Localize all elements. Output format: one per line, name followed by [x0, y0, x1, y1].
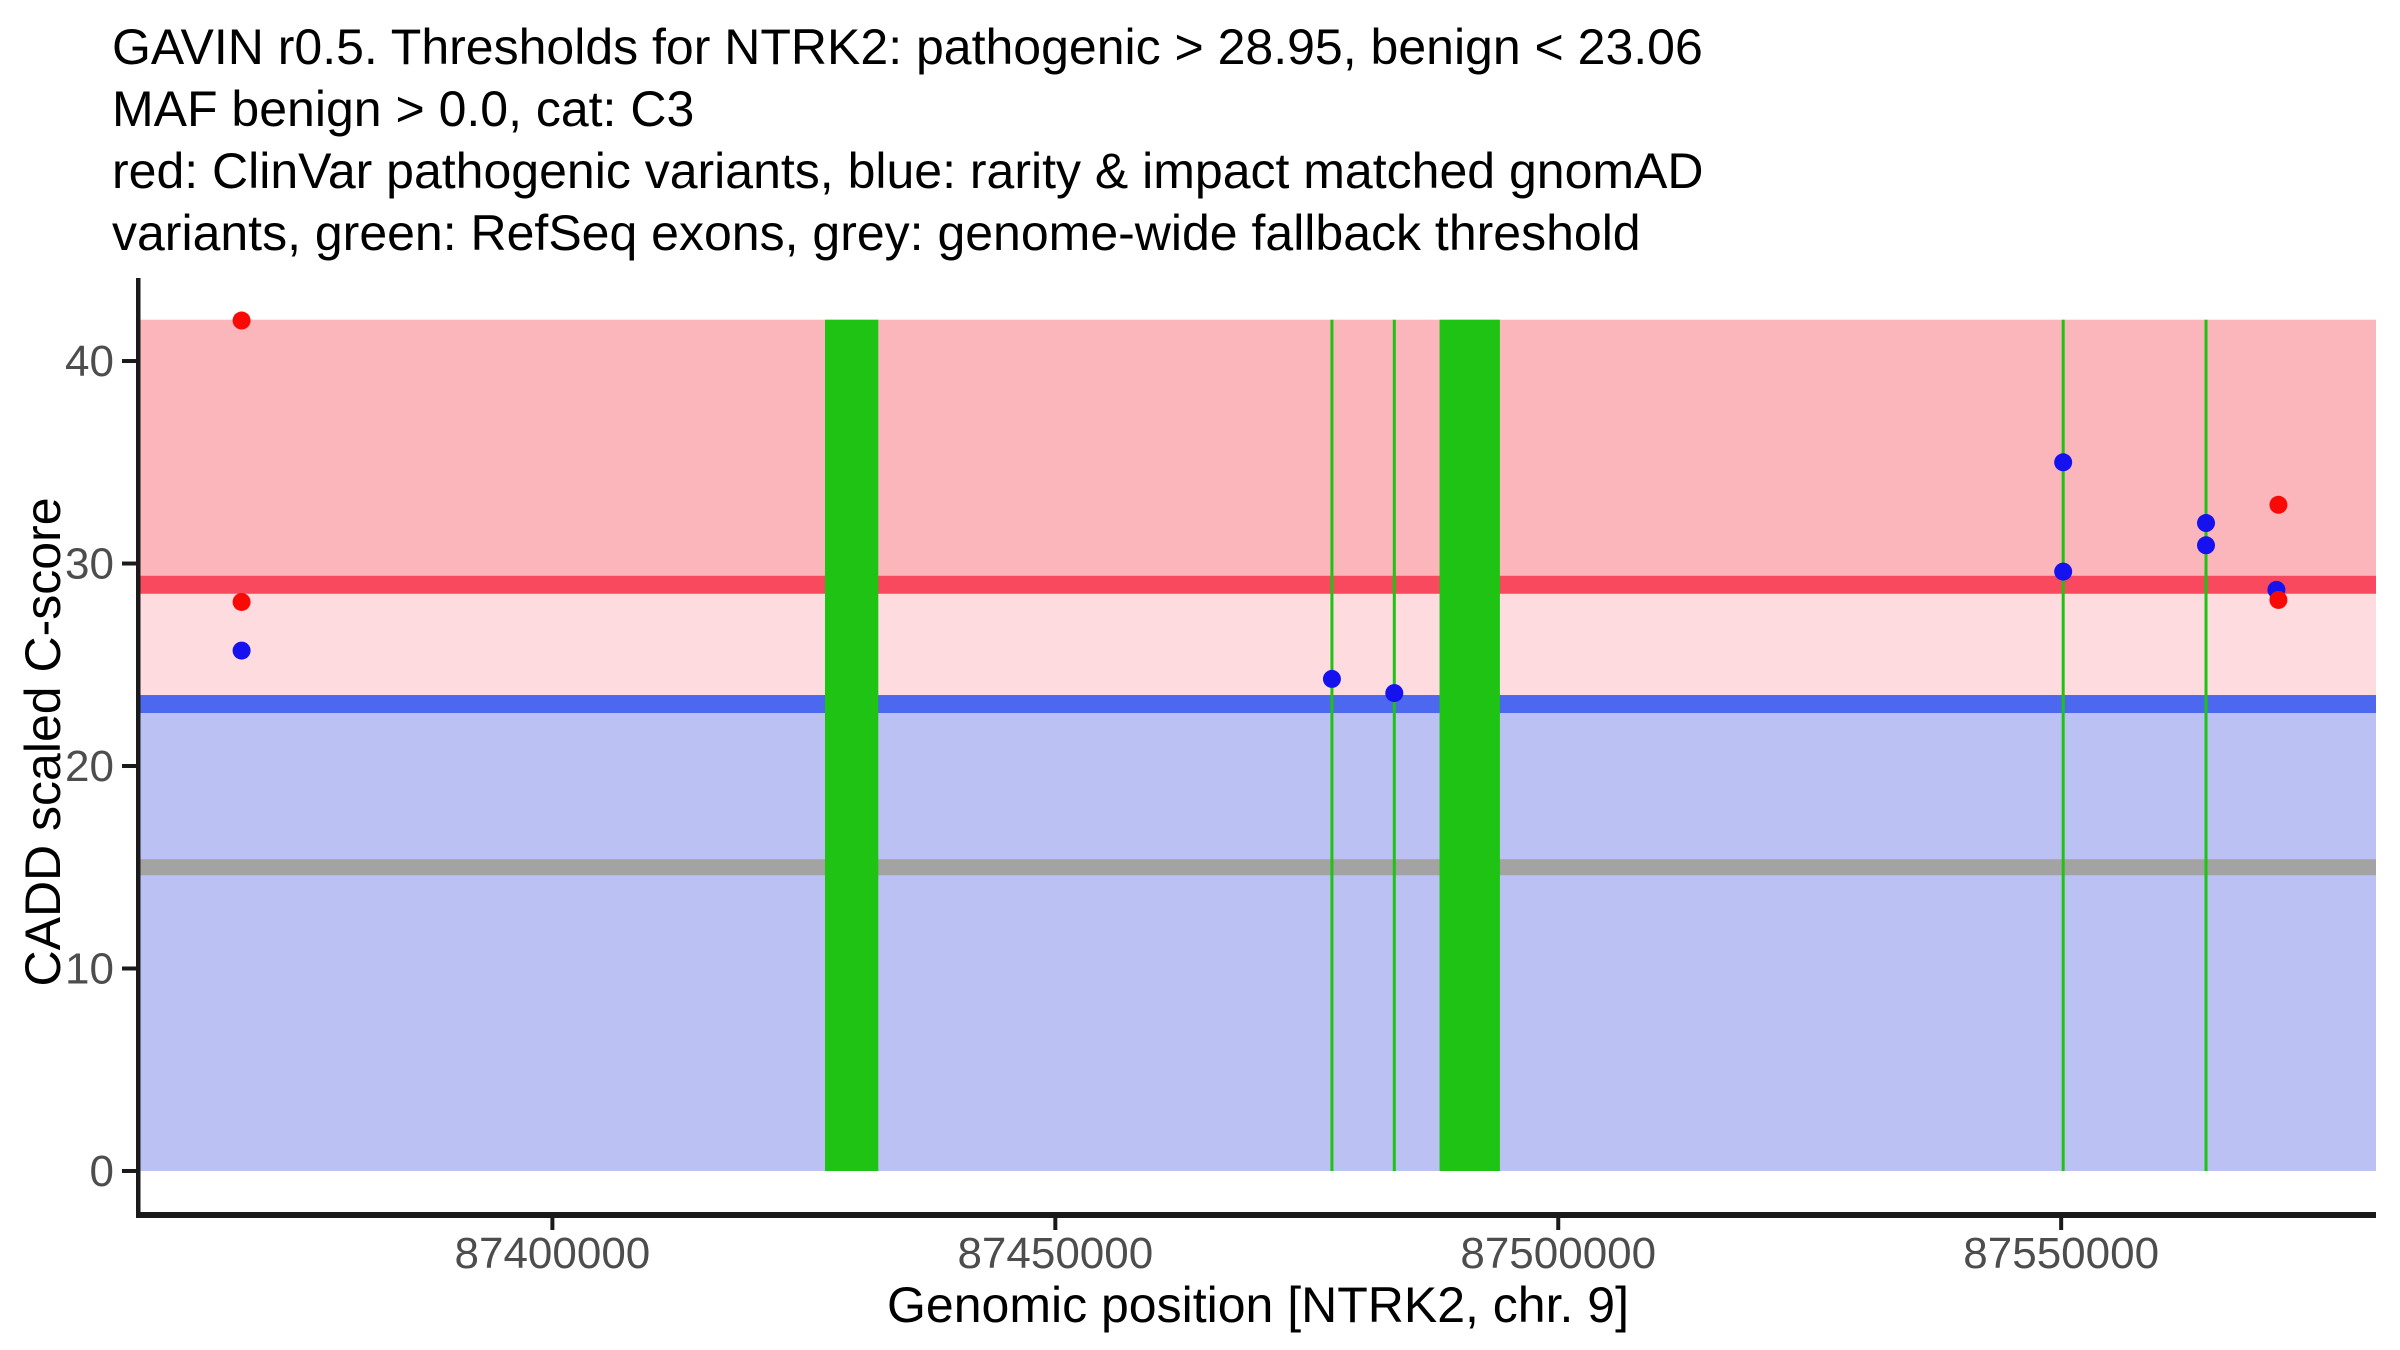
benign-region: [140, 704, 2376, 1171]
y-tick-label: 0: [90, 1147, 114, 1196]
clinvar-pathogenic-point: [2269, 590, 2288, 609]
benign-threshold-line: [140, 695, 2376, 714]
exon-line: [2061, 319, 2065, 1171]
x-axis-line: [136, 1212, 2376, 1218]
gnomad-matched-point: [2054, 562, 2073, 581]
x-tick-label: 87450000: [957, 1229, 1153, 1278]
gnomad-matched-point: [2197, 536, 2216, 555]
x-tick-label: 87500000: [1460, 1229, 1656, 1278]
x-tick-mark: [1556, 1218, 1561, 1230]
x-tick-mark: [550, 1218, 555, 1230]
figure-title-line-2: MAF benign > 0.0, cat: C3: [112, 81, 695, 137]
x-axis-title: Genomic position [NTRK2, chr. 9]: [887, 1277, 1629, 1333]
gnomad-matched-point: [232, 641, 251, 660]
exon-line: [2204, 319, 2208, 1171]
x-tick-label: 87550000: [1963, 1229, 2159, 1278]
uncertain-region: [140, 584, 2376, 705]
figure-title-line-1: GAVIN r0.5. Thresholds for NTRK2: pathog…: [112, 19, 1703, 75]
figure-title-line-3: red: ClinVar pathogenic variants, blue: …: [112, 143, 1704, 199]
pathogenic-region: [140, 319, 2376, 585]
y-axis-title: CADD scaled C-score: [15, 497, 71, 987]
figure-title-line-4: variants, green: RefSeq exons, grey: gen…: [112, 205, 1641, 261]
x-tick-mark: [2059, 1218, 2064, 1230]
gnomad-matched-point: [2197, 514, 2216, 533]
exon-line: [1392, 319, 1396, 1171]
gnomad-matched-point: [1322, 669, 1341, 688]
clinvar-pathogenic-point: [232, 311, 251, 330]
y-tick-label: 20: [65, 742, 114, 791]
exon-line: [1330, 319, 1334, 1171]
y-axis-line: [136, 278, 141, 1218]
gnomad-matched-point: [1385, 684, 1404, 703]
x-tick-mark: [1053, 1218, 1058, 1230]
x-tick-label: 87400000: [455, 1229, 651, 1278]
y-tick-mark: [122, 561, 140, 566]
y-tick-mark: [122, 764, 140, 769]
y-tick-mark: [122, 359, 140, 364]
figure-title: GAVIN r0.5. Thresholds for NTRK2: pathog…: [112, 16, 1703, 264]
gnomad-matched-point: [2054, 453, 2073, 472]
y-tick-label: 10: [65, 944, 114, 993]
clinvar-pathogenic-point: [2269, 495, 2288, 514]
exon-bar: [824, 319, 879, 1171]
pathogenic-threshold-line: [140, 575, 2376, 594]
genome-wide-fallback-line: [140, 859, 2376, 876]
clinvar-pathogenic-point: [232, 592, 251, 611]
y-tick-label: 30: [65, 540, 114, 589]
y-tick-label: 40: [65, 337, 114, 386]
y-tick-mark: [122, 966, 140, 971]
exon-bar: [1439, 319, 1500, 1171]
y-tick-mark: [122, 1168, 140, 1173]
